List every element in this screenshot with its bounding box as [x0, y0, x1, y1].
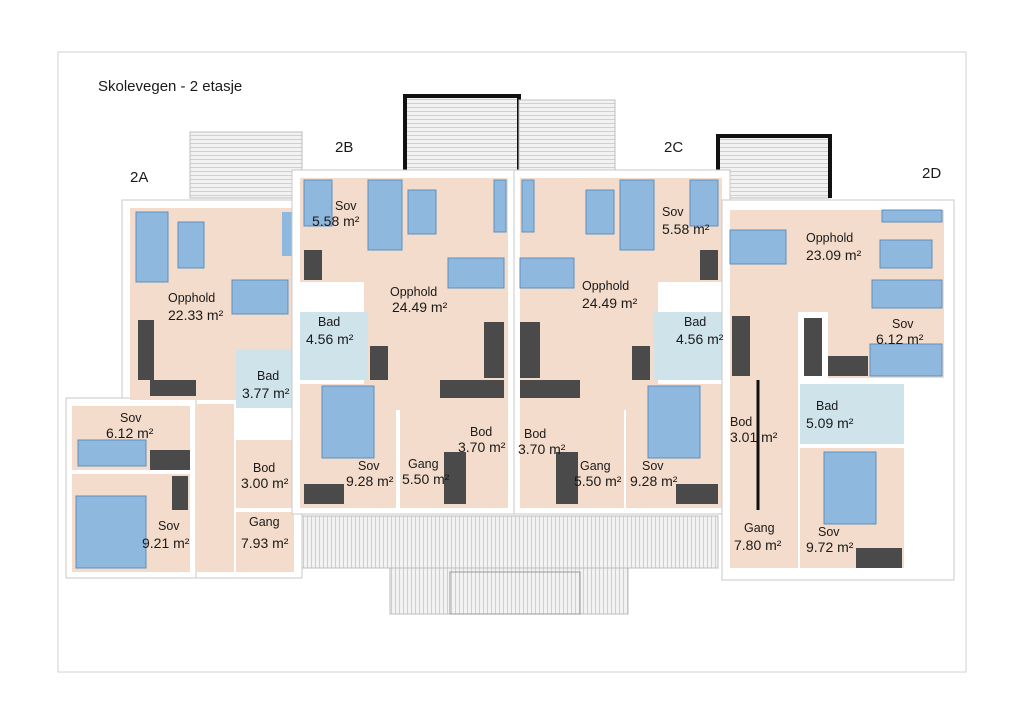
room-area-c-sov1: 5.58 m² — [662, 221, 710, 237]
room-area-a-gang: 7.93 m² — [241, 535, 289, 551]
room-name-c-bod: Bod — [524, 427, 546, 441]
room-area-d-bod: 3.01 m² — [730, 429, 778, 445]
room-name-d-bad: Bad — [816, 399, 838, 413]
room-name-c-gang: Gang — [580, 459, 611, 473]
room-area-d-sov1: 6.12 m² — [876, 331, 924, 347]
room-area-c-gang: 5.50 m² — [574, 473, 622, 489]
room-area-d-sov2: 9.72 m² — [806, 539, 854, 555]
room-name-b-sov1: Sov — [335, 199, 357, 213]
room-name-b-bod: Bod — [470, 425, 492, 439]
balconies — [189, 94, 832, 615]
room-name-d-gang: Gang — [744, 521, 775, 535]
room-area-a-bod: 3.00 m² — [241, 475, 289, 491]
room-name-d-bod: Bod — [730, 415, 752, 429]
room-area-d-gang: 7.80 m² — [734, 537, 782, 553]
plan-title: Skolevegen - 2 etasje — [98, 78, 242, 95]
balcony-2c — [518, 99, 616, 171]
room-area-c-opphold: 24.49 m² — [582, 295, 638, 311]
unit-2d — [721, 199, 955, 581]
room-area-b-opphold: 24.49 m² — [392, 299, 448, 315]
room-name-d-sov2: Sov — [818, 525, 840, 539]
room-name-a-sov1: Sov — [120, 411, 142, 425]
unit-label-2c: 2C — [664, 139, 683, 156]
room-name-b-sov2: Sov — [358, 459, 380, 473]
balcony-2b — [404, 95, 520, 171]
room-area-c-sov2: 9.28 m² — [630, 473, 678, 489]
room-area-a-bad: 3.77 m² — [242, 385, 290, 401]
room-area-b-bad: 4.56 m² — [306, 331, 354, 347]
room-area-b-sov1: 5.58 m² — [312, 213, 360, 229]
room-name-c-sov2: Sov — [642, 459, 664, 473]
staircase — [449, 571, 581, 615]
room-area-a-sov2: 9.21 m² — [142, 535, 190, 551]
balcony-2d — [717, 135, 831, 199]
unit-label-2d: 2D — [922, 165, 941, 182]
room-name-c-sov1: Sov — [662, 205, 684, 219]
unit-2b — [291, 169, 515, 515]
room-name-a-bad: Bad — [257, 369, 279, 383]
room-name-b-opphold: Opphold — [390, 285, 437, 299]
unit-label-2b: 2B — [335, 139, 353, 156]
room-area-a-sov1: 6.12 m² — [106, 425, 154, 441]
room-area-d-bad: 5.09 m² — [806, 415, 854, 431]
room-area-d-opphold: 23.09 m² — [806, 247, 862, 263]
gallery-walkway — [297, 515, 719, 569]
room-name-c-bad: Bad — [684, 315, 706, 329]
room-area-a-opphold: 22.33 m² — [168, 307, 224, 323]
unit-2c — [513, 169, 731, 515]
room-name-d-opphold: Opphold — [806, 231, 853, 245]
room-name-a-opphold: Opphold — [168, 291, 215, 305]
room-area-c-bad: 4.56 m² — [676, 331, 724, 347]
room-name-a-gang: Gang — [249, 515, 280, 529]
sheet-frame — [57, 51, 967, 673]
room-area-b-gang: 5.50 m² — [402, 471, 450, 487]
unit-label-2a: 2A — [130, 169, 148, 186]
room-name-a-sov2: Sov — [158, 519, 180, 533]
room-name-a-bod: Bod — [253, 461, 275, 475]
room-name-b-bad: Bad — [318, 315, 340, 329]
room-area-c-bod: 3.70 m² — [518, 441, 566, 457]
room-name-c-opphold: Opphold — [582, 279, 629, 293]
unit-2a — [65, 199, 303, 579]
room-name-b-gang: Gang — [408, 457, 439, 471]
balcony-2d-rail — [716, 134, 832, 198]
room-name-d-sov1: Sov — [892, 317, 914, 331]
room-area-b-sov2: 9.28 m² — [346, 473, 394, 489]
room-area-b-bod: 3.70 m² — [458, 439, 506, 455]
balcony-2a — [189, 131, 303, 199]
